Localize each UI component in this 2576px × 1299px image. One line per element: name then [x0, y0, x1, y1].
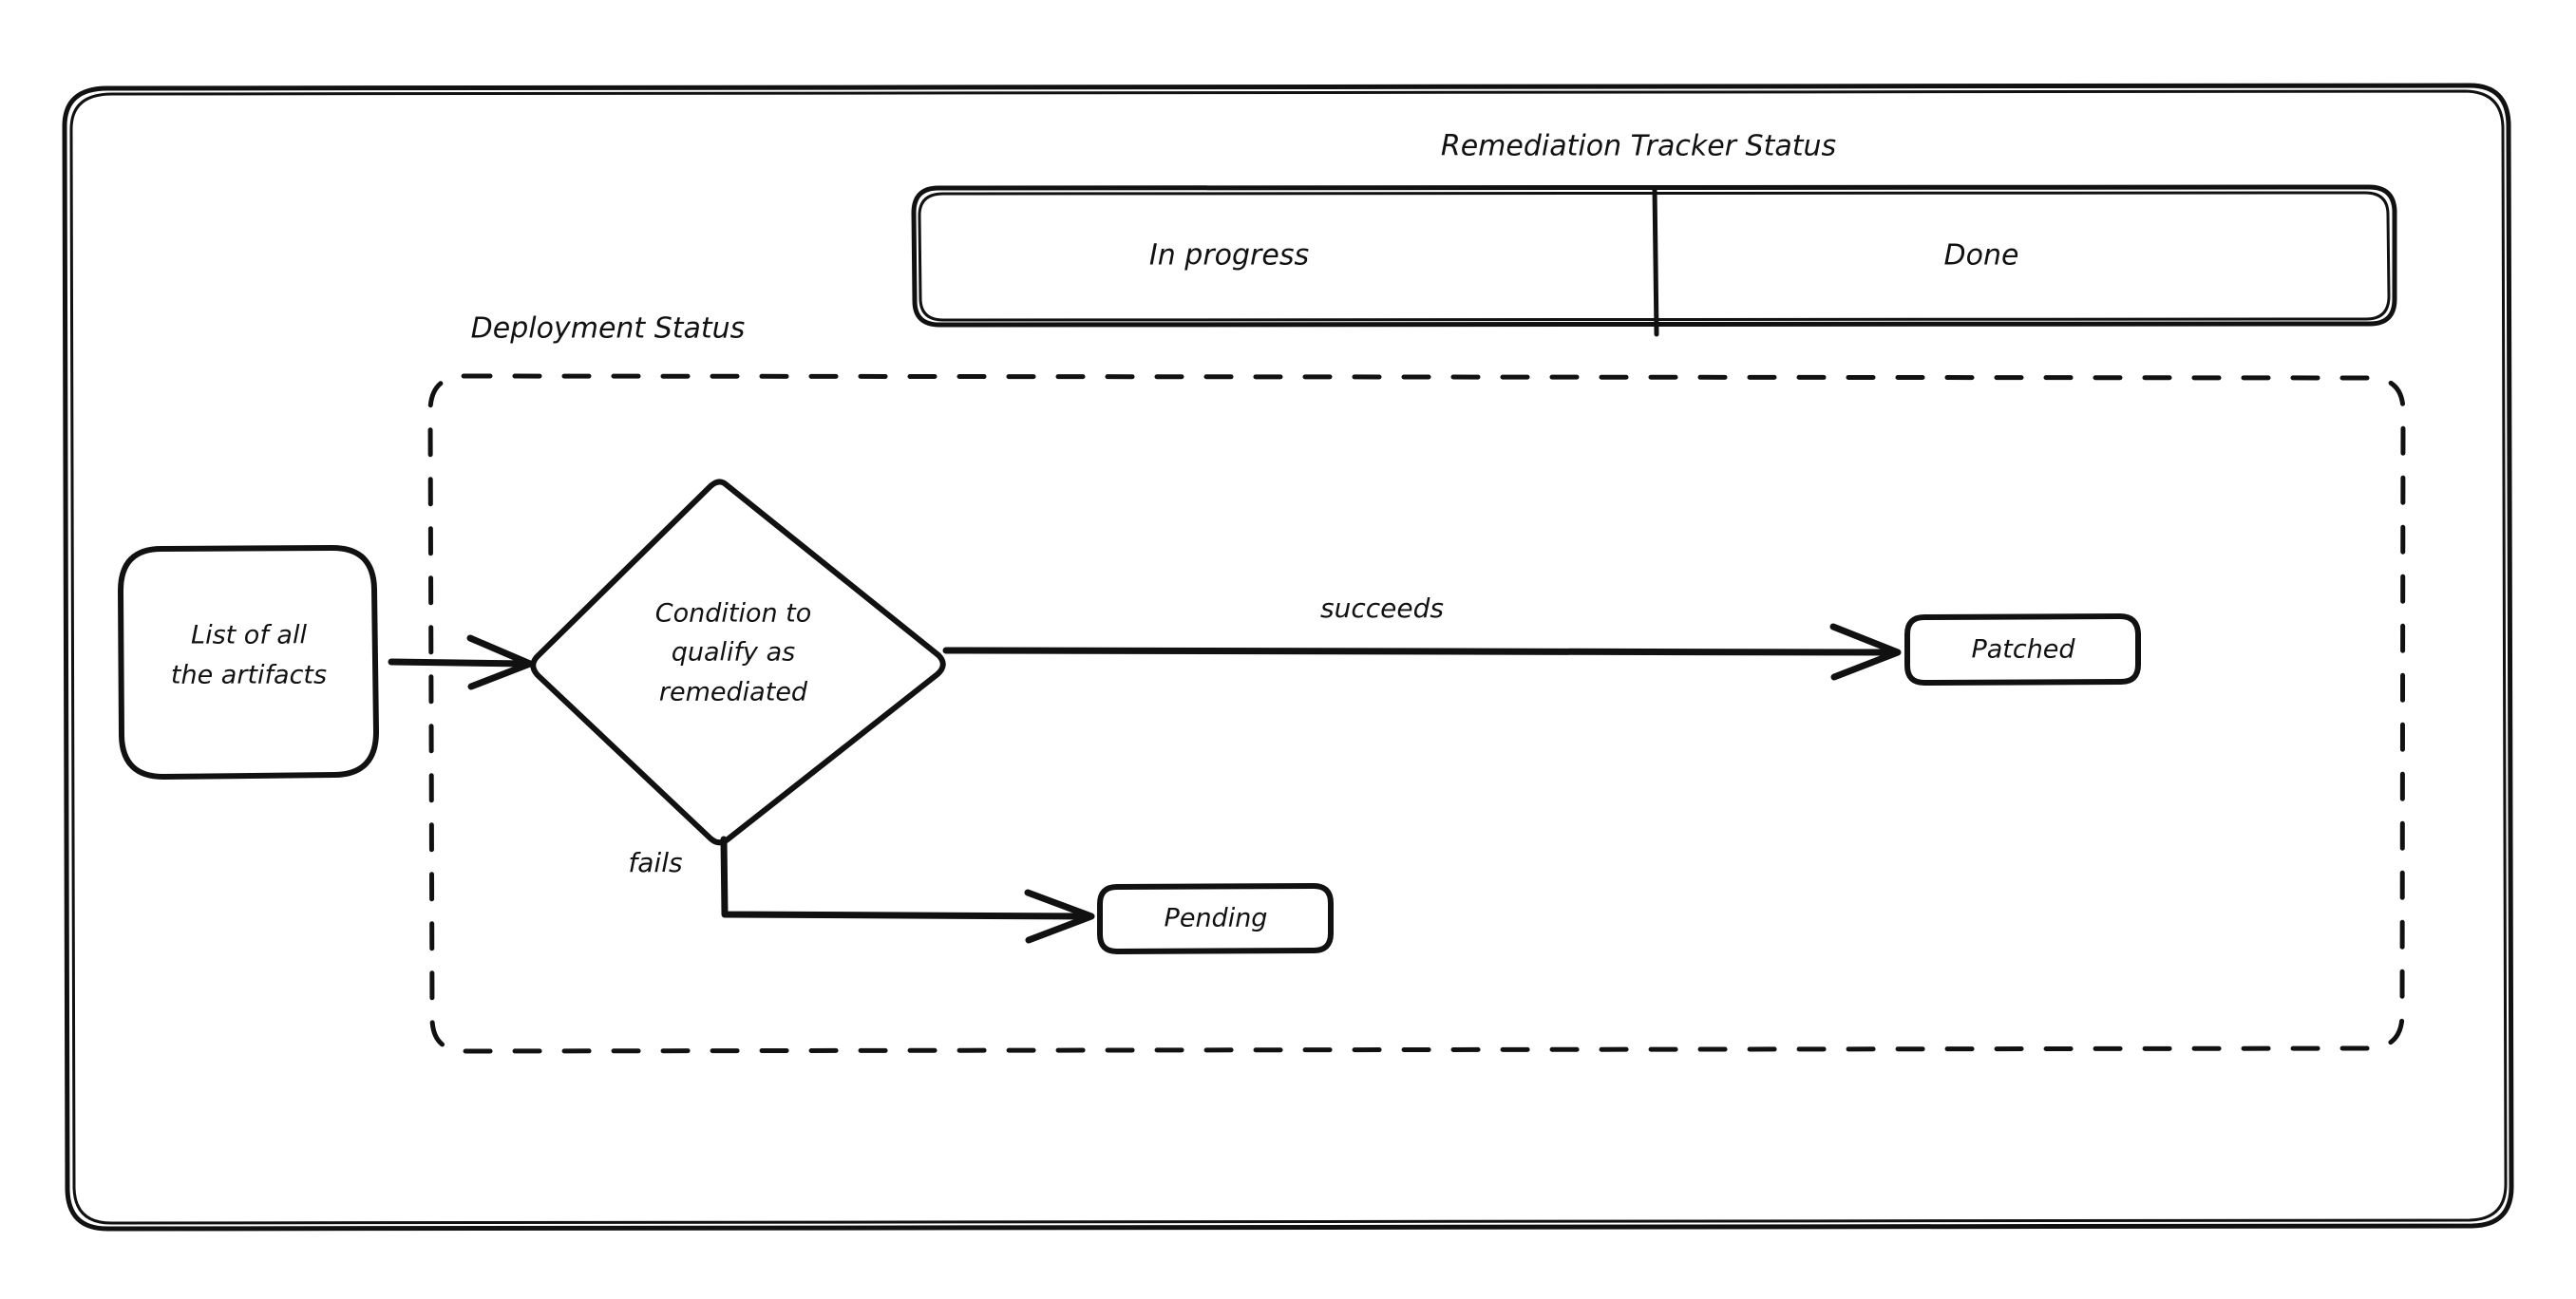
node-pending[interactable] [1097, 883, 1334, 954]
deployment-status-group [427, 373, 2406, 1054]
swimlane-container [911, 184, 2397, 337]
outer-container [62, 83, 2514, 1232]
node-artifacts-label-line1: List of all [191, 621, 307, 650]
node-patched[interactable] [1904, 613, 2141, 686]
node-condition[interactable] [530, 479, 946, 846]
node-artifacts[interactable] [118, 545, 379, 780]
node-artifacts-label-line2: the artifacts [171, 661, 327, 690]
edge-label-succeeds: succeeds [1320, 593, 1444, 624]
edge-artifacts-to-condition [388, 634, 534, 690]
node-condition-label-line1: Condition to [655, 599, 812, 629]
edge-condition-to-pending [720, 836, 1095, 944]
node-pending-label: Pending [1165, 904, 1268, 933]
lane-label-in-progress: In progress [1149, 239, 1309, 273]
node-patched-label: Patched [1971, 635, 2075, 665]
deployment-status-label: Deployment Status [471, 312, 746, 346]
node-condition-label-line2: qualify as [672, 638, 795, 668]
lane-label-done: Done [1944, 239, 2019, 273]
remediation-tracker-status-title: Remediation Tracker Status [1441, 130, 1836, 163]
edge-condition-to-patched [942, 623, 1902, 681]
node-condition-label-line3: remediated [659, 678, 808, 707]
edge-label-fails: fails [628, 847, 682, 878]
